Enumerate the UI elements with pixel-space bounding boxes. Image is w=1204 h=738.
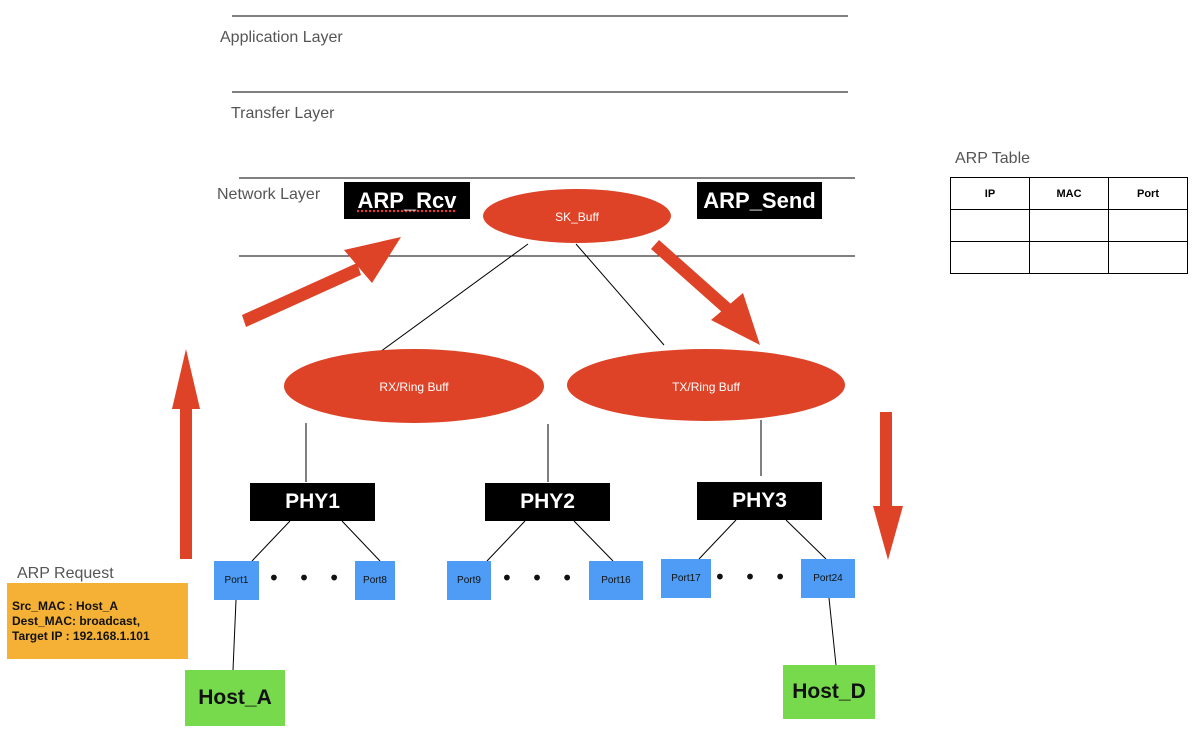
application-layer-label: Application Layer bbox=[220, 29, 343, 46]
arp-table-header-port: Port bbox=[1108, 177, 1188, 210]
arp-table-header-row: IP MAC Port bbox=[950, 177, 1188, 210]
arp-request-title: ARP Request bbox=[17, 565, 114, 582]
port-17: Port17 bbox=[661, 559, 711, 598]
link-skbuff-rx bbox=[379, 243, 529, 353]
port-24: Port24 bbox=[801, 559, 855, 598]
arrow-up-to-arp-rcv bbox=[242, 237, 401, 327]
arp-table-cell bbox=[1108, 241, 1188, 274]
arp-send-box: ARP_Send bbox=[697, 182, 822, 219]
arp-request-box: Src_MAC : Host_A Dest_MAC: broadcast, Ta… bbox=[7, 583, 188, 659]
port-8: Port8 bbox=[355, 561, 395, 600]
arrow-down-to-tx bbox=[651, 240, 760, 345]
link-phy3-port24 bbox=[785, 519, 827, 560]
arp-table-title: ARP Table bbox=[955, 150, 1031, 167]
arrow-down-right bbox=[873, 412, 903, 560]
phy1-label: PHY1 bbox=[285, 490, 340, 513]
arp-request-line-src: Src_MAC : Host_A bbox=[12, 599, 119, 613]
ports-ellipsis-1: • • • bbox=[268, 566, 347, 590]
arp-table-cell bbox=[950, 209, 1030, 242]
rx-ring-buff-label: RX/Ring Buff bbox=[379, 380, 449, 394]
link-skbuff-tx bbox=[575, 243, 665, 346]
phy1-box: PHY1 bbox=[250, 483, 375, 521]
port-1: Port1 bbox=[214, 561, 259, 600]
arp-table-cell bbox=[1029, 209, 1109, 242]
arp-table-cell bbox=[1108, 209, 1188, 242]
arp-table-cell bbox=[950, 241, 1030, 274]
port-9: Port9 bbox=[447, 561, 491, 600]
arp-rcv-label: ARP_Rcv bbox=[357, 187, 457, 213]
link-phy3-port17 bbox=[698, 519, 737, 560]
arp-request-line-dest: Dest_MAC: broadcast, bbox=[12, 614, 141, 628]
arp-table-cell bbox=[1029, 241, 1109, 274]
phy2-box: PHY2 bbox=[485, 483, 610, 521]
link-phy1-port8 bbox=[341, 520, 381, 562]
host-d: Host_D bbox=[783, 665, 875, 719]
arrow-up-left bbox=[172, 349, 200, 559]
arp-table-header-ip: IP bbox=[950, 177, 1030, 210]
tx-ring-buff-label: TX/Ring Buff bbox=[672, 380, 740, 394]
phy2-label: PHY2 bbox=[520, 490, 575, 513]
link-port24-host-d bbox=[828, 597, 837, 666]
arp-table: IP MAC Port bbox=[950, 177, 1188, 274]
table-row bbox=[950, 209, 1188, 242]
rx-ring-buff-ellipse bbox=[284, 349, 544, 423]
arp-table-header-mac: MAC bbox=[1029, 177, 1109, 210]
phy3-box: PHY3 bbox=[697, 482, 822, 520]
link-phy2-port9 bbox=[486, 520, 526, 562]
ports-ellipsis-2: • • • bbox=[501, 566, 580, 590]
port-16: Port16 bbox=[589, 561, 643, 600]
arp-rcv-box: ARP_Rcv bbox=[344, 182, 470, 219]
arp-send-label: ARP_Send bbox=[703, 187, 816, 213]
link-port1-host-a bbox=[232, 599, 237, 671]
table-row bbox=[950, 241, 1188, 274]
network-layer-label: Network Layer bbox=[217, 186, 321, 203]
sk-buff-label: SK_Buff bbox=[555, 210, 599, 224]
transfer-layer-label: Transfer Layer bbox=[231, 105, 335, 122]
link-phy2-port16 bbox=[573, 520, 614, 562]
link-phy1-port1 bbox=[251, 520, 291, 562]
arp-request-line-target: Target IP : 192.168.1.101 bbox=[12, 629, 150, 643]
tx-ring-buff-ellipse bbox=[567, 349, 845, 421]
ports-ellipsis-3: • • • bbox=[714, 565, 793, 589]
sk-buff-ellipse bbox=[483, 189, 671, 243]
phy3-label: PHY3 bbox=[732, 489, 787, 512]
host-a: Host_A bbox=[185, 670, 285, 726]
